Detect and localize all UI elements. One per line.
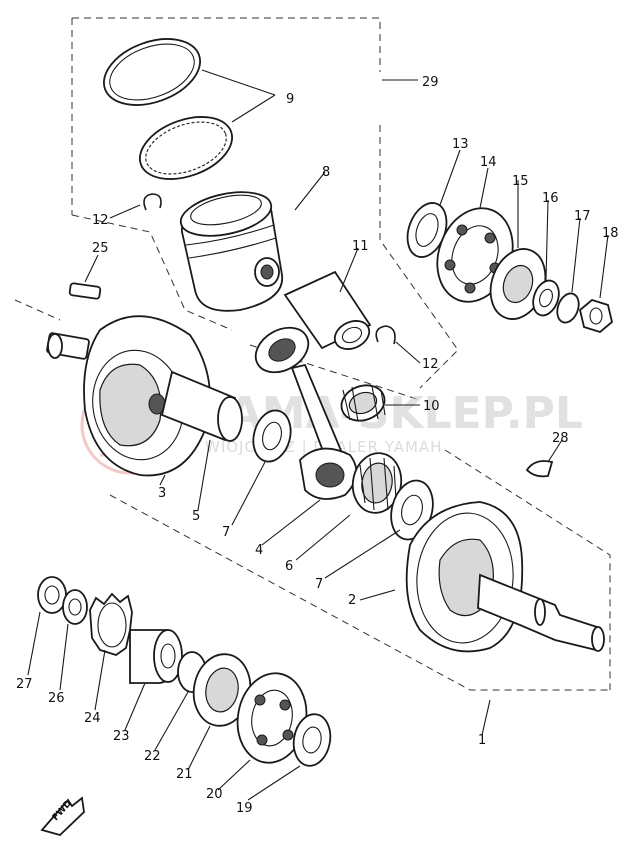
callout-9: 9	[286, 92, 294, 107]
small-end-bearing	[340, 384, 386, 422]
assembly-boundary-lines	[14, 17, 611, 691]
thrust-washer-upper	[252, 409, 292, 463]
callout-8: 8	[322, 165, 330, 180]
callout-28: 28	[552, 431, 569, 446]
left-gear-stack	[37, 576, 332, 767]
callout-15: 15	[512, 174, 529, 189]
callout-16: 16	[542, 191, 559, 206]
callout-17: 17	[574, 209, 591, 224]
woodruff-key	[68, 282, 102, 300]
left-crank-half	[46, 315, 211, 477]
piston	[179, 191, 283, 312]
callout-26: 26	[48, 691, 65, 706]
callout-11: 11	[352, 239, 369, 254]
callout-23: 23	[113, 729, 130, 744]
big-end-bearing	[351, 452, 403, 514]
callout-29: 29	[422, 75, 439, 90]
callout-2: 2	[348, 593, 356, 608]
callout-22: 22	[144, 749, 161, 764]
callout-12-lower: 12	[422, 357, 439, 372]
callout-labels: 1 2 3 4 5 6 7 7 8 9 10 11 12 12 13 14 15…	[16, 75, 619, 816]
leader-lines	[27, 69, 609, 801]
callout-7-upper: 7	[222, 525, 230, 540]
woodruff-key-right	[525, 460, 554, 478]
callout-27: 27	[16, 677, 33, 692]
callout-6: 6	[285, 559, 293, 574]
callout-1: 1	[478, 733, 486, 748]
right-bearing-stack	[406, 202, 614, 334]
callout-10: 10	[423, 399, 440, 414]
callout-21: 21	[176, 767, 193, 782]
piston-pin	[283, 270, 372, 350]
callout-24: 24	[84, 711, 101, 726]
circlip-upper	[143, 193, 162, 211]
callout-12-upper: 12	[92, 213, 109, 228]
right-crank-half	[405, 501, 605, 653]
callout-5: 5	[192, 509, 200, 524]
callout-3: 3	[158, 486, 166, 501]
callout-20: 20	[206, 787, 223, 802]
callout-13: 13	[452, 137, 469, 152]
thrust-washer-lower	[390, 479, 434, 541]
callout-19: 19	[236, 801, 253, 816]
forward-direction-arrow: FWD	[40, 796, 85, 837]
crank-pin	[160, 370, 243, 442]
callout-7-lower: 7	[315, 577, 323, 592]
callout-14: 14	[480, 155, 497, 170]
piston-rings	[103, 38, 234, 180]
circlip-lower	[375, 325, 396, 345]
callout-4: 4	[255, 543, 263, 558]
callout-25: 25	[92, 241, 109, 256]
callout-18: 18	[602, 226, 619, 241]
